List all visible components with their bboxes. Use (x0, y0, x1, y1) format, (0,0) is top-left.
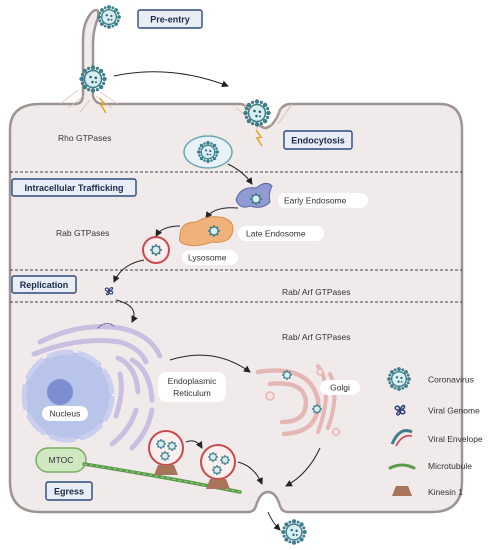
virus-icon (212, 465, 222, 475)
rab-gtpases-label: Rab GTPases (56, 228, 109, 238)
virus-icon (280, 518, 308, 546)
legend-item-kinesin: Kinesin 1 (392, 486, 463, 497)
legend-label: Microtubule (428, 461, 472, 471)
stage-intracellular-trafficking: Intracellular Trafficking (11, 178, 137, 197)
virus-icon (282, 370, 292, 380)
early-endosome-pill (278, 193, 368, 208)
mtoc: MTOC (35, 447, 87, 473)
kinesin-icon (154, 465, 178, 475)
stage-pre-entry: Pre-entry (137, 9, 203, 29)
arrow-vesicle-transport (185, 440, 203, 449)
lysosome (142, 236, 170, 264)
arrow-to-lysosome (155, 225, 181, 237)
secretory-vesicle-1 (148, 430, 184, 475)
legend-label: Coronavirus (428, 375, 474, 385)
virus-icon (156, 439, 166, 449)
virus-icon (167, 441, 177, 451)
virus-icon (196, 140, 220, 164)
endoplasmic-reticulum (31, 322, 163, 451)
er-label-line2: Reticulum (173, 388, 211, 398)
arrow-to-replication (113, 259, 145, 283)
arrow-to-late-endosome (205, 207, 239, 219)
nucleus-pill (42, 406, 88, 421)
virus-icon (250, 193, 262, 205)
early-endosome-label: Early Endosome (284, 196, 347, 206)
signal-bolt-icon (255, 129, 263, 147)
stage-endocytosis: Endocytosis (283, 130, 353, 150)
arrow-to-er (115, 299, 138, 323)
golgi-label: Golgi (330, 383, 350, 393)
mtoc-label: MTOC (49, 455, 74, 465)
signal-bolt-icon (99, 97, 107, 114)
arrow-to-early-endosome (227, 163, 253, 185)
virus-icon (160, 451, 170, 461)
legend-label: Viral Envelope (428, 434, 483, 444)
late-endosome-label: Late Endosome (246, 229, 306, 239)
late-endosome (179, 216, 234, 247)
lysosome-pill (182, 250, 238, 265)
virus-icon (208, 452, 218, 462)
arrow-to-membrane (113, 71, 229, 88)
stage-label-pre-entry: Pre-entry (150, 15, 190, 25)
arrow-virus-exit (267, 511, 281, 531)
virus-icon (150, 244, 162, 256)
nucleus (21, 349, 115, 443)
kinesin-icon (392, 486, 412, 496)
legend-item-microtubule: Microtubule (388, 461, 472, 471)
virus-icon (242, 98, 272, 128)
legend-label: Viral Genome (428, 406, 480, 416)
virus-icon (208, 225, 220, 237)
stage-label-replication: Replication (20, 280, 69, 290)
arrow-to-golgi (169, 354, 251, 373)
arrow-to-exocytosis (237, 461, 263, 485)
virus-icon (220, 455, 230, 465)
secretory-vesicle-2 (200, 444, 236, 489)
viral-envelope-icon (390, 429, 413, 445)
stage-label-endocytosis: Endocytosis (291, 136, 345, 146)
legend: Coronavirus Viral Genome Viral Envelope … (386, 366, 483, 497)
virus-icon (96, 4, 122, 30)
microtubule-icon (388, 463, 416, 470)
golgi-apparatus (255, 364, 341, 437)
rab-arf-gtpases-label-1: Rab/ Arf GTPases (282, 287, 351, 297)
virus-icon (78, 64, 108, 94)
er-label-line1: Endoplasmic (168, 376, 217, 386)
lysosome-label: Lysosome (188, 253, 227, 263)
rho-gtpases-label: Rho GTPases (58, 133, 111, 143)
stage-label-trafficking: Intracellular Trafficking (24, 183, 123, 193)
late-endosome-pill (238, 226, 324, 241)
legend-item-viral-genome: Viral Genome (394, 404, 480, 416)
virus-icon (312, 404, 322, 414)
stage-label-egress: Egress (54, 487, 84, 497)
legend-item-coronavirus: Coronavirus (386, 366, 474, 392)
er-pill (158, 372, 226, 402)
legend-label: Kinesin 1 (428, 487, 463, 497)
kinesin-icon (206, 479, 230, 489)
arrow-golgi-to-exit (285, 447, 321, 487)
stage-replication: Replication (11, 275, 77, 294)
nucleus-label: Nucleus (50, 409, 81, 419)
rab-arf-gtpases-label-2: Rab/ Arf GTPases (282, 332, 351, 342)
stage-egress: Egress (45, 481, 93, 501)
legend-item-viral-envelope: Viral Envelope (390, 429, 483, 447)
coronavirus-icon (386, 366, 412, 392)
golgi-pill (320, 380, 360, 395)
